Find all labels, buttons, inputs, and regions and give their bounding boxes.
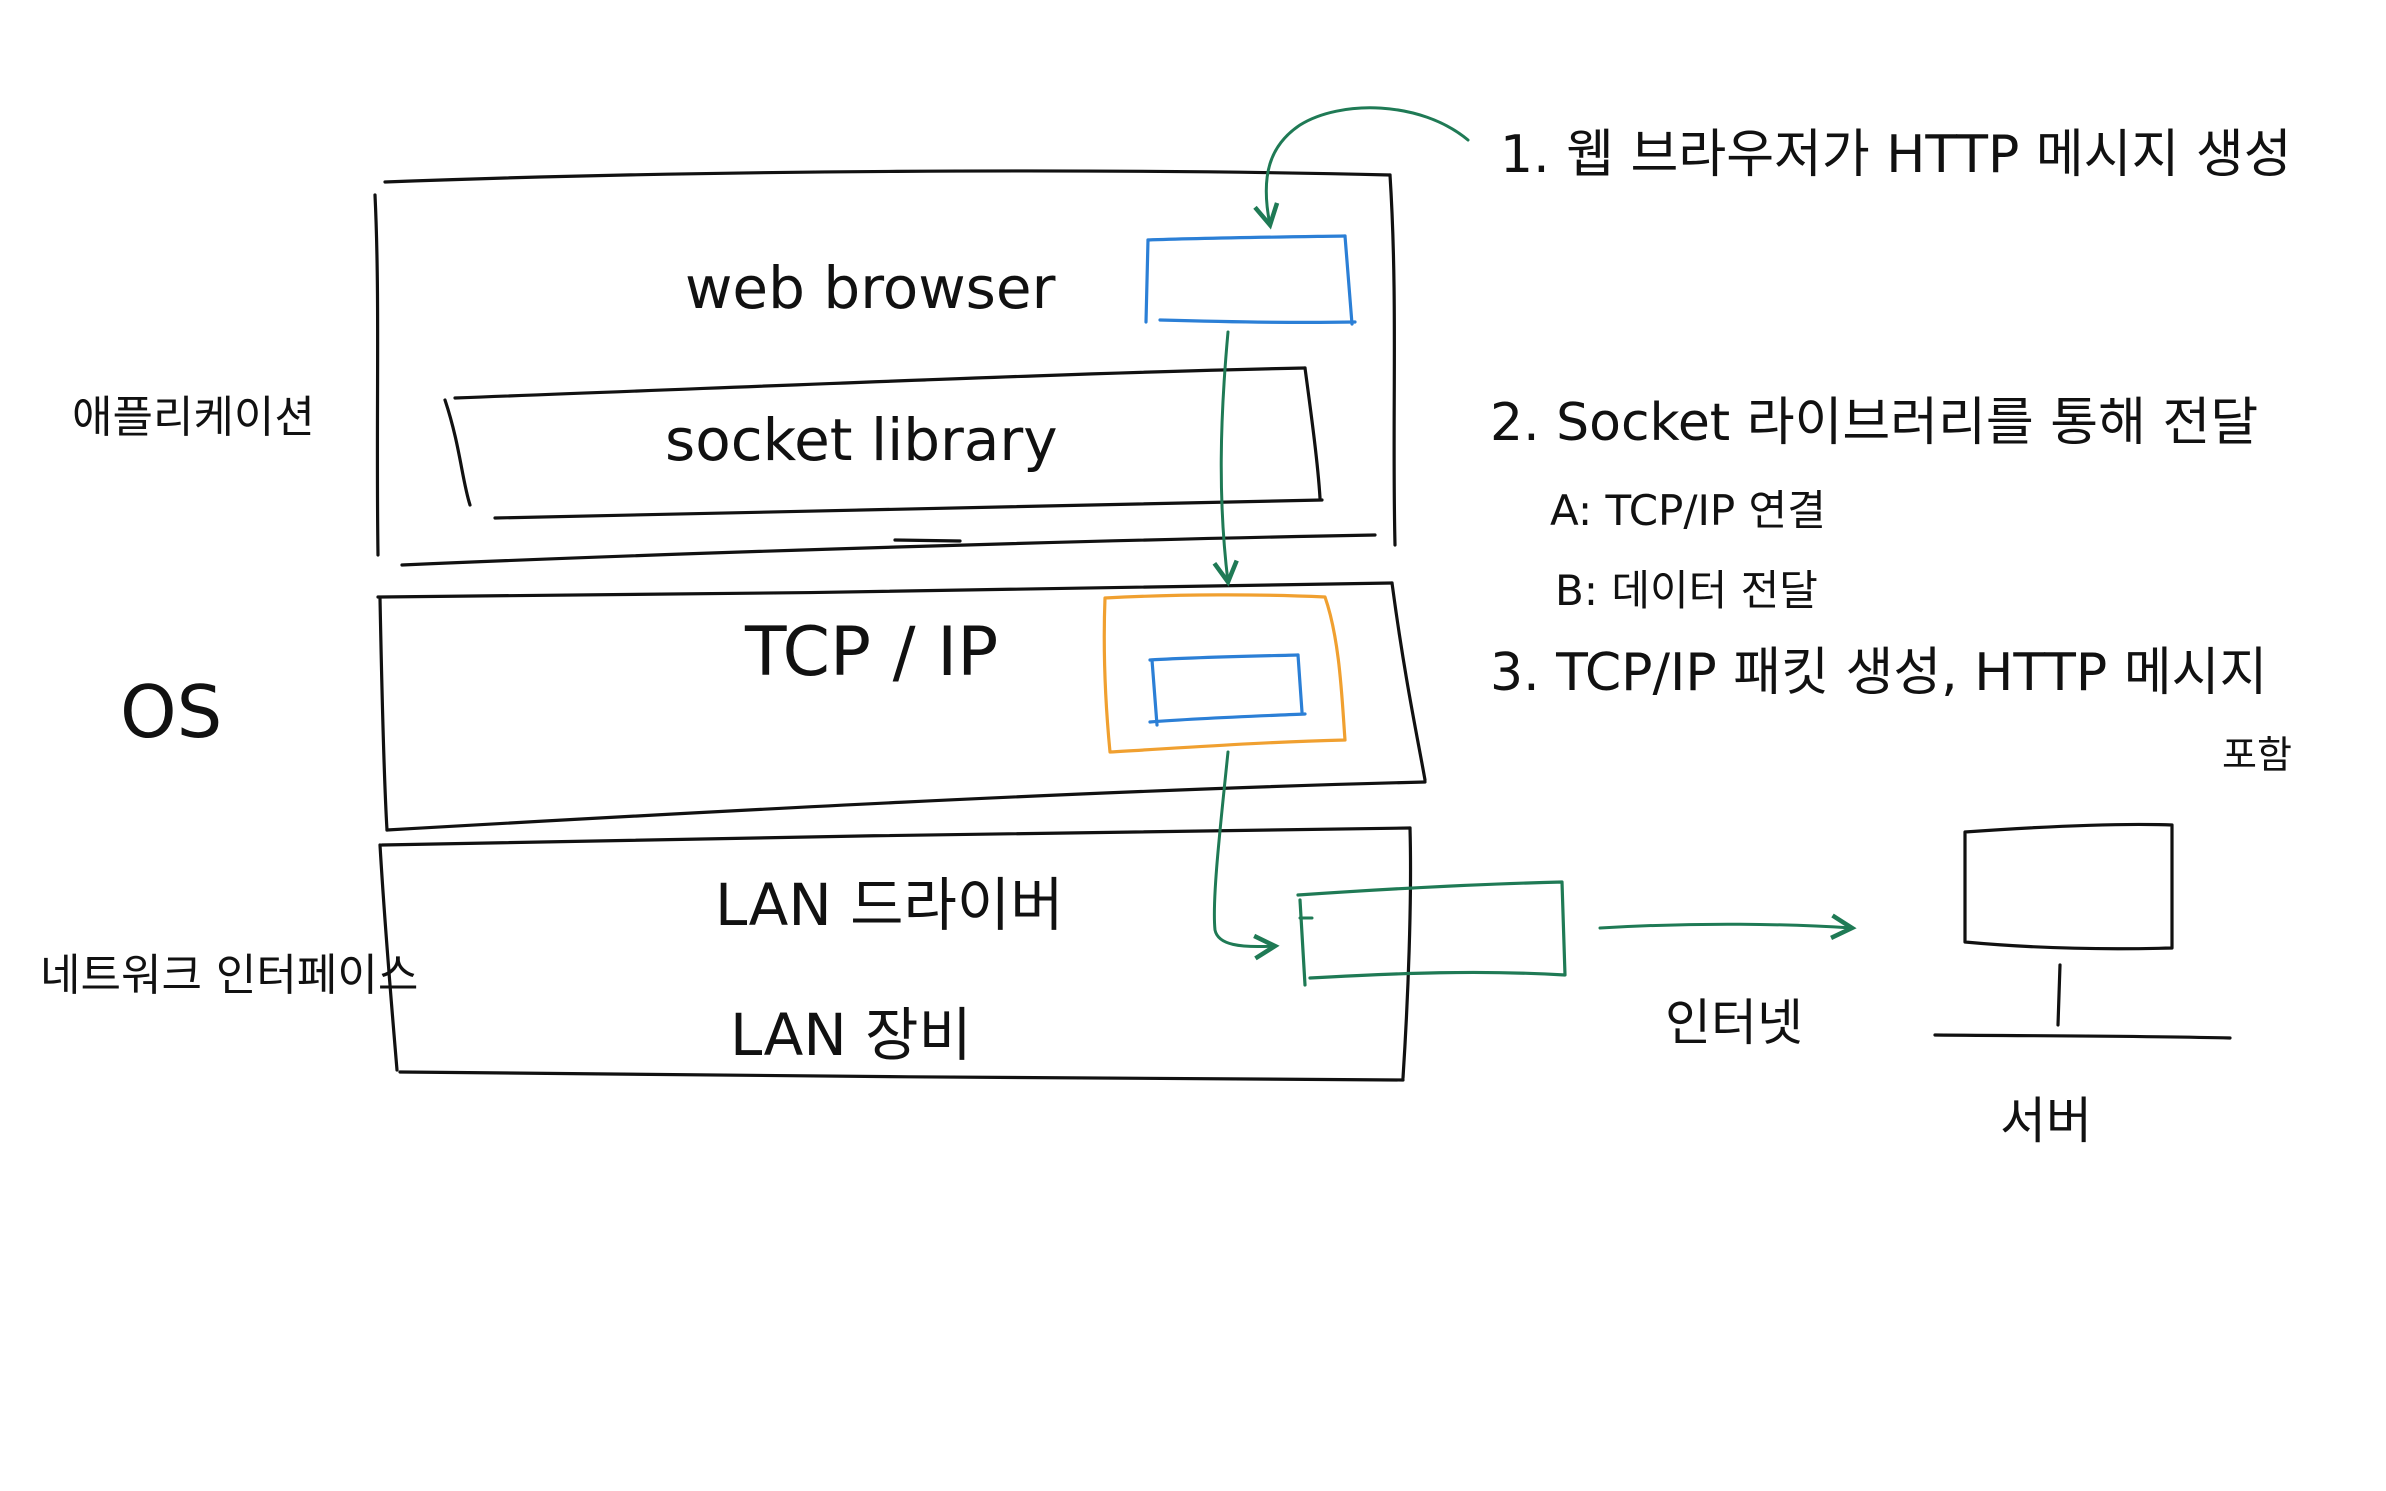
socket-library-label: socket library — [665, 406, 1058, 474]
step2b-text: B: 데이터 전달 — [1555, 566, 1818, 615]
web-browser-label: web browser — [685, 254, 1056, 322]
step3-text: 3. TCP/IP 패킷 생성, HTTP 메시지 — [1490, 643, 2267, 703]
step1-text: 1. 웹 브라우저가 HTTP 메시지 생성 — [1500, 125, 2292, 185]
application-layer-box — [373, 169, 1397, 567]
layer-label-os: OS — [120, 670, 222, 754]
step2a-text: A: TCP/IP 연결 — [1550, 486, 1826, 535]
os-layer-box — [376, 581, 1427, 832]
arrow-browser-to-tcpip — [1221, 330, 1228, 582]
lan-frame-box — [1296, 880, 1567, 987]
arrow-step1-to-browser — [1266, 106, 1470, 225]
network-interface-layer-box — [378, 826, 1413, 1082]
layer-label-network-interface: 네트워크 인터페이스 — [40, 950, 418, 1001]
lan-device-label: LAN 장비 — [730, 1001, 972, 1069]
step2-text: 2. Socket 라이브러리를 통해 전달 — [1490, 393, 2258, 453]
step3-continued-text: 포함 — [2222, 733, 2292, 777]
layer-label-application: 애플리케이션 — [72, 392, 315, 443]
server-icon — [1933, 822, 2232, 1040]
server-label: 서버 — [2000, 1092, 2092, 1150]
http-message-box — [1144, 234, 1357, 326]
encapsulated-http-message — [1148, 653, 1307, 727]
arrow-lan-to-internet — [1598, 924, 1852, 928]
arrow-tcpip-to-lan-frame — [1212, 750, 1275, 947]
tcp-ip-packet-box — [1102, 593, 1347, 754]
tcp-ip-label: TCP / IP — [744, 613, 998, 692]
internet-label: 인터넷 — [1665, 994, 1803, 1052]
lan-driver-label: LAN 드라이버 — [715, 871, 1064, 939]
